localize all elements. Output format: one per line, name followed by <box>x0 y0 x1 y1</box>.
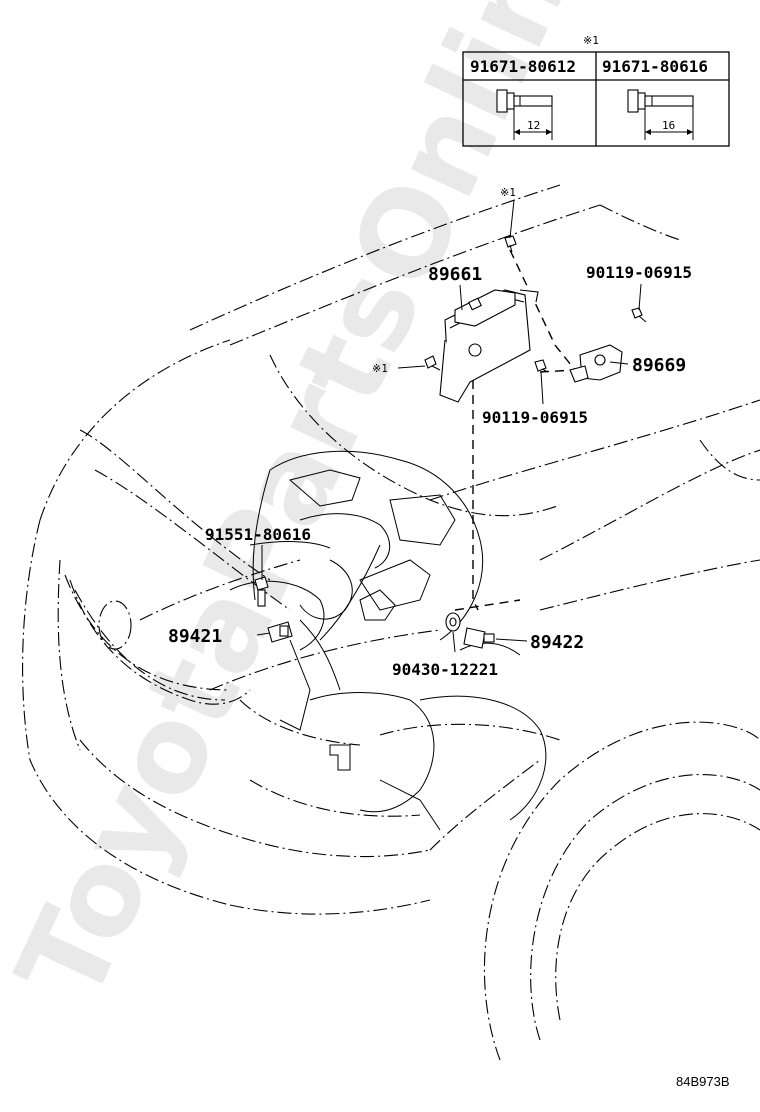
car-body-outline <box>22 184 760 1061</box>
bolt-icon[interactable] <box>504 235 517 253</box>
knock-sensor-89421[interactable] <box>267 621 293 643</box>
label-bolt-lower[interactable]: 90119-06915 <box>482 408 588 427</box>
bolt-icon[interactable] <box>534 359 549 373</box>
table-header-2: 91671-80616 <box>602 57 708 76</box>
bolt-length-2: 16 <box>662 119 675 132</box>
label-ecu[interactable]: 89661 <box>428 264 482 285</box>
label-bolt-upper[interactable]: 90119-06915 <box>586 263 692 282</box>
bolt-12-icon <box>496 89 553 140</box>
bolt-length-1: 12 <box>527 119 540 132</box>
table-footnote-mark: ※1 <box>583 34 599 47</box>
ecu-89661[interactable] <box>439 289 539 403</box>
bolt-table: ※1 91671-80612 91671-80616 12 <box>462 34 730 147</box>
knock-sensor-89422[interactable] <box>463 627 495 649</box>
label-bracket[interactable]: 89669 <box>632 355 686 376</box>
bolt-16-icon <box>627 89 694 140</box>
watermark: ToyotaPartsOnline.ru <box>0 0 709 1022</box>
leader-lines <box>256 199 642 653</box>
bracket-89669[interactable] <box>569 344 623 383</box>
label-gasket[interactable]: 90430-12221 <box>392 660 498 679</box>
bolt-icon[interactable] <box>424 355 441 371</box>
table-header-1: 91671-80612 <box>470 57 576 76</box>
label-knock-sensor-2[interactable]: 89422 <box>530 632 584 653</box>
label-knock-bolt[interactable]: 91551-80616 <box>205 525 311 544</box>
illustration-code: 84B973B <box>676 1074 730 1089</box>
callout-left-mark: ※1 <box>372 362 388 375</box>
bolt-icon[interactable] <box>631 307 647 323</box>
guide-lines <box>454 249 576 611</box>
callout-top-mark: ※1 <box>500 186 516 199</box>
gasket-90430[interactable] <box>445 612 461 632</box>
label-knock-sensor-1[interactable]: 89421 <box>168 626 222 647</box>
